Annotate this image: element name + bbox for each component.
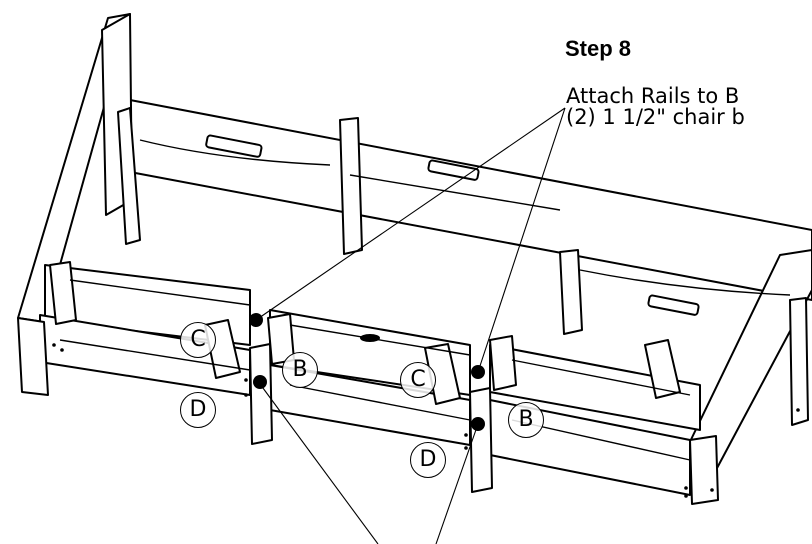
- back-rail: [129, 99, 812, 301]
- bolt-hole-icon: [471, 417, 485, 431]
- instruction-line-1: Attach Rails to B: [566, 84, 740, 108]
- part-label-c-center: C: [400, 362, 436, 398]
- part-label-d-center: D: [410, 442, 446, 478]
- back-plate-2: [427, 159, 480, 181]
- seat-back-upright-1a: [117, 107, 141, 245]
- step-title: Step 8: [565, 36, 632, 61]
- seat-curve-right: [579, 269, 791, 296]
- seat-back-upright-1b: [49, 261, 77, 325]
- part-label-c-left: C: [180, 322, 216, 358]
- bolt-holes: [249, 313, 485, 431]
- seat-back-upright-3a: [559, 249, 583, 335]
- center-hole-icon: [360, 334, 380, 342]
- seat-curve-left: [139, 139, 331, 166]
- part-label-d-left: D: [180, 392, 216, 428]
- seat-curve-center: [349, 174, 561, 211]
- back-plate-1: [205, 134, 263, 158]
- bolt-hole-icon: [249, 313, 263, 327]
- instruction-text: Attach Rails to B (2) 1 1/2" chair b: [566, 86, 745, 128]
- arm-panel-3: [644, 339, 681, 399]
- front-leg-center-left: [249, 343, 273, 445]
- instruction-line-2: (2) 1 1/2" chair b: [566, 105, 745, 129]
- front-leg-center-right: [469, 387, 493, 493]
- back-leg-right: [789, 297, 809, 426]
- seat-back-upright-2a: [339, 117, 363, 255]
- seat-back-upright-3b: [489, 335, 517, 391]
- bolt-hole-icon: [253, 375, 267, 389]
- front-leg-left: [17, 317, 49, 396]
- front-leg-right: [689, 435, 719, 505]
- part-label-b-left: B: [282, 352, 318, 388]
- part-label-b-right: B: [508, 402, 544, 438]
- pointer-lines: [255, 107, 566, 544]
- back-plate-3: [647, 294, 700, 316]
- bolt-hole-icon: [471, 365, 485, 379]
